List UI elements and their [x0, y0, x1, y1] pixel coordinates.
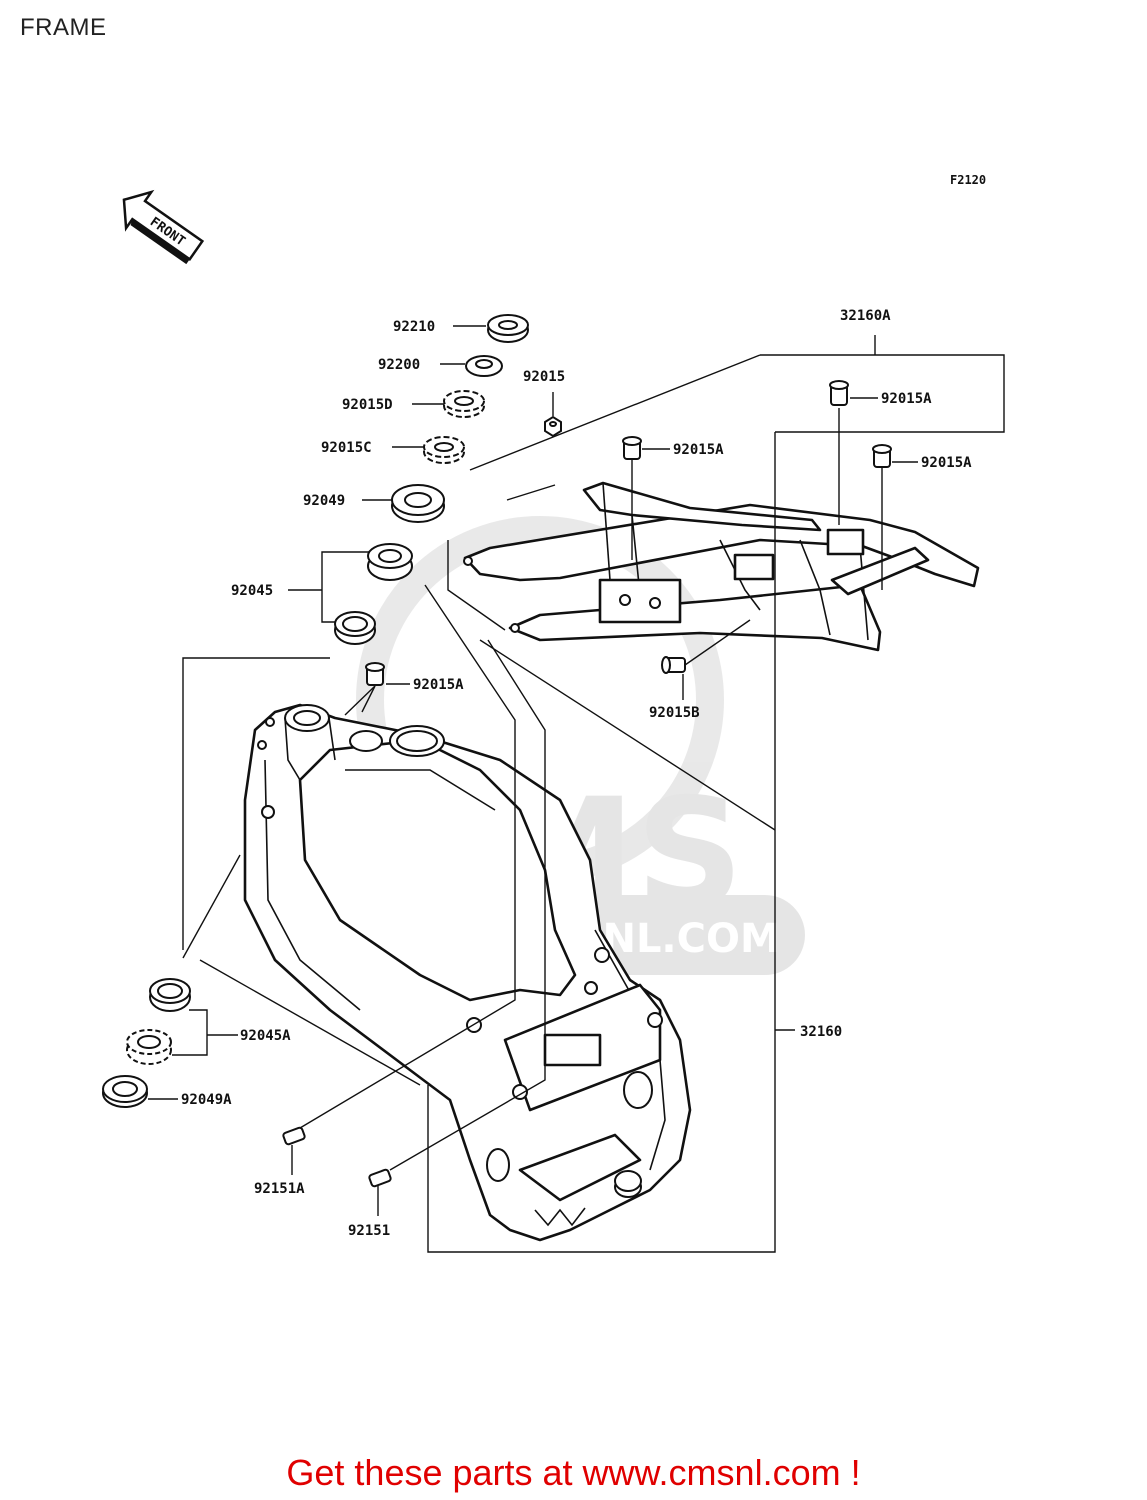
label-92045A: 92045A: [240, 1028, 291, 1044]
label-92015A-4: 92015A: [413, 677, 464, 693]
part-92045-bearing-upper: [367, 543, 413, 581]
part-92200-washer: [465, 355, 503, 377]
figure-code: F2120: [950, 173, 986, 187]
label-92015B: 92015B: [649, 705, 700, 721]
label-92200: 92200: [378, 357, 420, 373]
part-92210-nut: [487, 314, 529, 343]
footer-promo-text: Get these parts at www.cmsnl.com !: [286, 1452, 861, 1493]
rear-subframe: [463, 481, 980, 652]
part-92045A-bearing-lower: [126, 1029, 172, 1065]
label-92151A: 92151A: [254, 1181, 305, 1197]
label-92210: 92210: [393, 319, 435, 335]
part-92015A-bolt-1: [829, 380, 849, 406]
label-92049A: 92049A: [181, 1092, 232, 1108]
part-92015A-bolt-3: [872, 444, 892, 468]
part-92015A-bolt-2: [622, 436, 642, 460]
label-92045: 92045: [231, 583, 273, 599]
main-frame: [243, 703, 692, 1242]
label-32160: 32160: [800, 1024, 842, 1040]
label-32160A: 32160A: [840, 308, 891, 324]
label-92151: 92151: [348, 1223, 390, 1239]
label-92049: 92049: [303, 493, 345, 509]
label-92015A-1: 92015A: [881, 391, 932, 407]
label-92015C: 92015C: [321, 440, 372, 456]
front-direction-arrow: FRONT: [122, 189, 205, 265]
part-92015D-locknut: [443, 390, 485, 418]
page-title: FRAME: [20, 14, 107, 41]
part-92049A-seal-lower: [102, 1075, 148, 1108]
part-92015B-bolt: [661, 656, 686, 674]
part-92049-seal: [391, 484, 445, 523]
part-92015C-locknut: [423, 436, 465, 464]
part-92151-bolt: [368, 1168, 392, 1188]
label-92015: 92015: [523, 369, 565, 385]
part-92015-nut: [544, 415, 562, 438]
label-92015D: 92015D: [342, 397, 393, 413]
part-92015A-bolt-4: [365, 662, 385, 686]
part-92045-race-upper: [334, 611, 376, 645]
part-92151A-bolt: [282, 1126, 306, 1146]
part-92045A-race-lower: [149, 978, 191, 1012]
label-92015A-2: 92015A: [673, 442, 724, 458]
label-92015A-3: 92015A: [921, 455, 972, 471]
